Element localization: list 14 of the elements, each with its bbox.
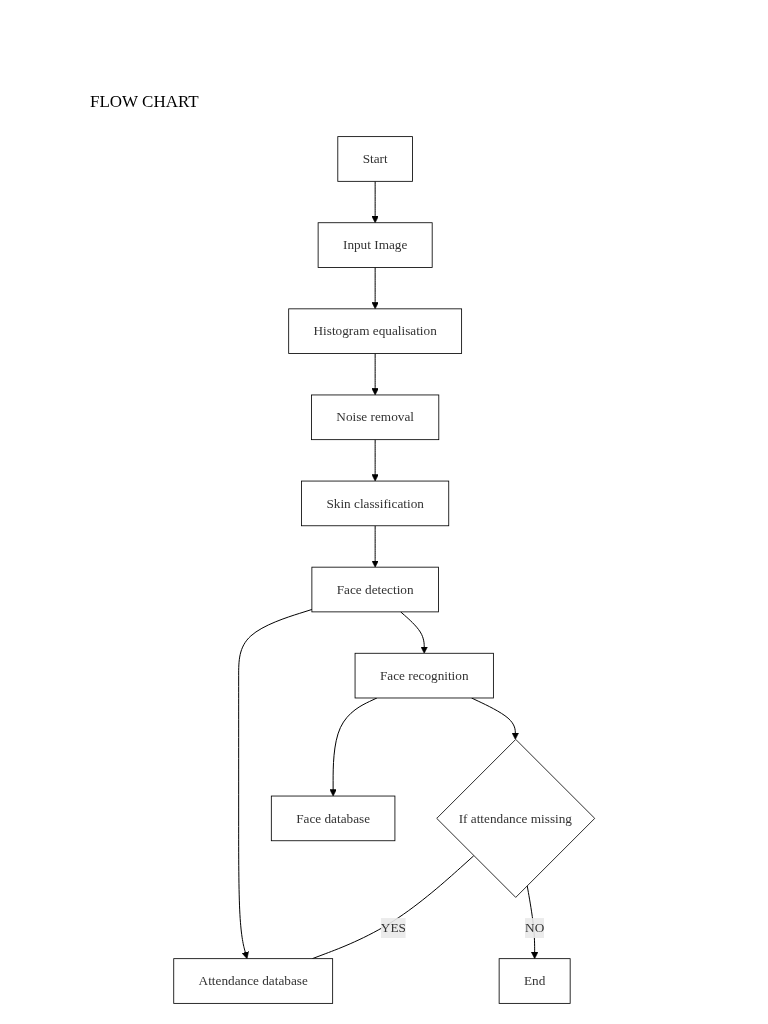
edge-label: YES [380, 920, 406, 935]
node-box: Input Image [317, 222, 433, 268]
edge-label: NO [524, 920, 544, 935]
node-box: Face database [270, 795, 396, 842]
node-box: Attendance database [173, 958, 333, 1004]
node-box: Skin classification [300, 480, 449, 527]
node-box: Start [337, 136, 413, 182]
node-diamond: If attendance missing [436, 738, 595, 898]
node-box: Histogram equalisation [288, 308, 462, 354]
node-box: Face recognition [354, 652, 494, 699]
node-box: End [498, 958, 571, 1004]
node-box: Face detection [311, 566, 439, 613]
diagram-title: FLOW CHART [90, 92, 199, 112]
node-box: Noise removal [310, 394, 439, 441]
